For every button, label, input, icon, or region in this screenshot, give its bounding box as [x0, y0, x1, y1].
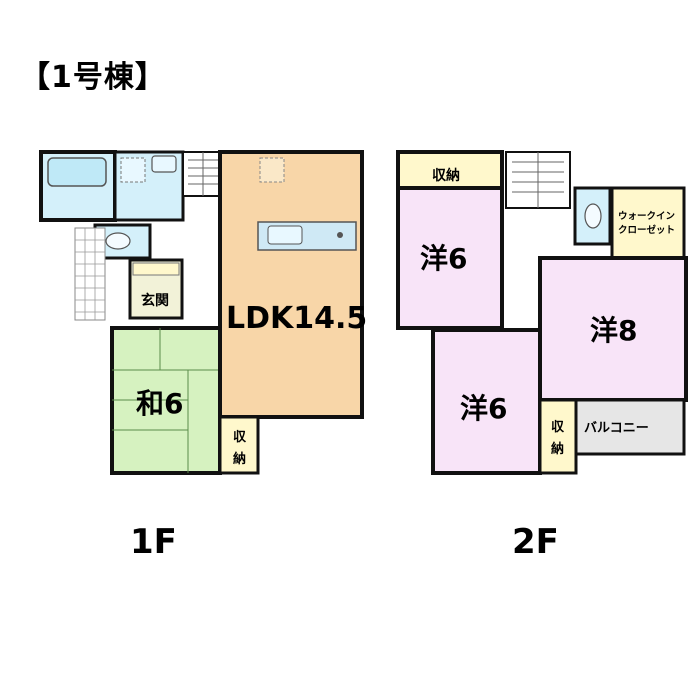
storage-2f-side-label-bottom: 納 [551, 441, 564, 457]
storage-1f-label-bottom: 納 [233, 451, 246, 467]
shoe-cabinet [132, 262, 180, 276]
washing-machine-icon [120, 157, 146, 183]
youshitsu-room-a [396, 186, 504, 330]
entrance-tiles [74, 227, 106, 321]
storage-2f-side-label-top: 収 [551, 420, 565, 435]
genkan-label: 玄関 [141, 292, 169, 309]
storage-1f [218, 415, 260, 475]
youshitsu-a-label: 洋6 [420, 242, 467, 275]
ldk-room [218, 150, 364, 419]
floor-label-2f: 2F [512, 522, 559, 562]
tile-grid-icon [75, 228, 105, 320]
toilet-2f-icon [584, 203, 602, 229]
walkin-label-1: ウォークイン [618, 211, 675, 222]
storage-2f-top-label: 収納 [432, 167, 460, 184]
sink-icon [151, 155, 177, 173]
bathtub-icon [47, 157, 107, 187]
walkin-closet [610, 186, 686, 260]
storage-2f-side [538, 398, 578, 475]
walkin-label-2: クローゼット [618, 224, 675, 236]
first-floor-plan: 玄関 和6 LDK14.5 収 納 [39, 150, 367, 475]
youshitsu-room-c [431, 328, 542, 475]
youshitsu-room-b [538, 256, 688, 402]
stair-steps-icon [188, 152, 220, 196]
youshitsu-b-label: 洋8 [590, 314, 637, 347]
balcony [574, 398, 686, 456]
tatami-lines [112, 328, 220, 473]
ldk-label: LDK14.5 [226, 301, 367, 336]
refrigerator-space [259, 157, 285, 183]
plan-title: 【1号棟】 [20, 60, 166, 95]
balcony-label: バルコニー [584, 421, 649, 436]
youshitsu-c-label: 洋6 [460, 392, 507, 425]
toilet-icon [105, 232, 131, 250]
second-floor-plan: 収納 ウォークイン クローゼット 洋6 洋8 洋6 収 納 バルコニー [396, 150, 688, 475]
toilet-room-2f [573, 186, 612, 246]
storage-1f-label-top: 収 [233, 430, 247, 445]
stove-icon [337, 232, 343, 238]
washitsu-label: 和6 [136, 387, 183, 420]
kitchen-sink-icon [267, 225, 303, 245]
floor-label-1f: 1F [130, 522, 177, 562]
storage-2f-top [396, 150, 504, 190]
stair-steps-2f-icon [512, 152, 564, 208]
